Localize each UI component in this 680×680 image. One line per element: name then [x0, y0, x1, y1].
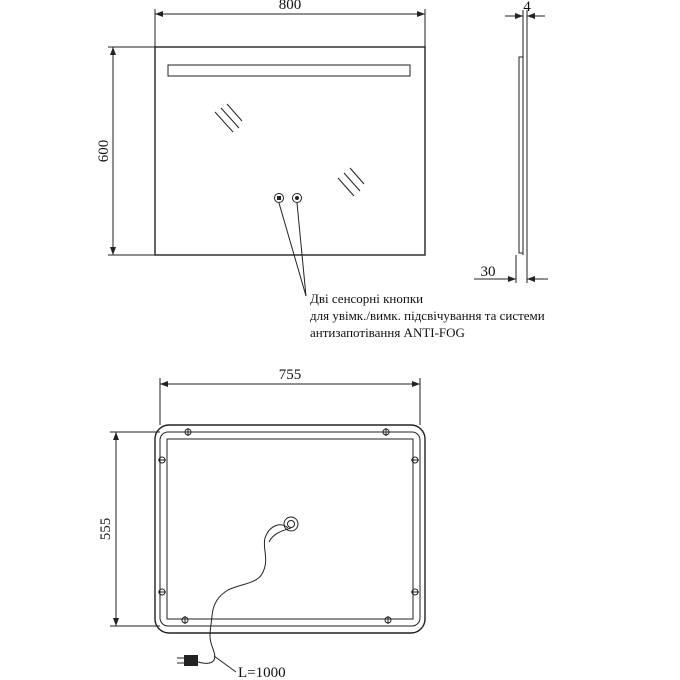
mirror-back-outer — [154, 424, 426, 634]
mirror-back-frame-outer — [159, 431, 421, 627]
mounting-bracket-left-lower — [158, 588, 166, 596]
thickness-dimension-4: 4 — [523, 0, 531, 15]
glass-reflection-mark-lower — [337, 167, 365, 197]
cable-connector — [283, 516, 299, 532]
mounting-bracket-right-upper — [411, 456, 419, 464]
callout-leader-1 — [278, 202, 307, 297]
mounting-bracket-top-right — [382, 428, 390, 436]
touch-button-antifog — [292, 193, 302, 203]
power-plug — [177, 655, 198, 666]
callout-line-1: Дві сенсорні кнопки — [310, 291, 423, 306]
mounting-bracket-left-upper — [158, 456, 166, 464]
callout-line-3: антизапотівання ANTI-FOG — [310, 325, 465, 340]
cable-length-label: L=1000 — [238, 665, 286, 680]
glass-reflection-mark-upper — [214, 103, 243, 133]
mirror-side-profile — [518, 56, 524, 254]
callout-line-2: для увімк./вимк. підсвічування та систем… — [310, 308, 545, 323]
front-view: 800 600 — [96, 0, 426, 297]
cable-leader — [213, 655, 237, 673]
mirror-back-frame-inner — [166, 438, 414, 620]
mounting-bracket-top-left — [184, 428, 192, 436]
back-width-dimension-755: 755 — [279, 367, 302, 383]
callout-leader-2 — [296, 202, 307, 297]
touch-buttons-callout: Дві сенсорні кнопки для увімк./вимк. під… — [310, 291, 545, 340]
power-cable — [197, 524, 289, 664]
mounting-bracket-bottom-right — [384, 616, 392, 624]
back-view: L=1000 755 555 — [98, 367, 426, 680]
touch-button-light — [274, 193, 284, 203]
side-view: 4 30 — [474, 0, 548, 283]
back-height-dimension-555: 555 — [98, 518, 114, 541]
mirror-front-outline — [154, 46, 426, 256]
mounting-bracket-bottom-left — [181, 616, 189, 624]
depth-dimension-30: 30 — [481, 264, 496, 280]
led-light-strip — [167, 64, 411, 77]
width-dimension-800: 800 — [279, 0, 302, 13]
mounting-bracket-right-lower — [411, 588, 419, 596]
height-dimension-600: 600 — [96, 140, 112, 163]
